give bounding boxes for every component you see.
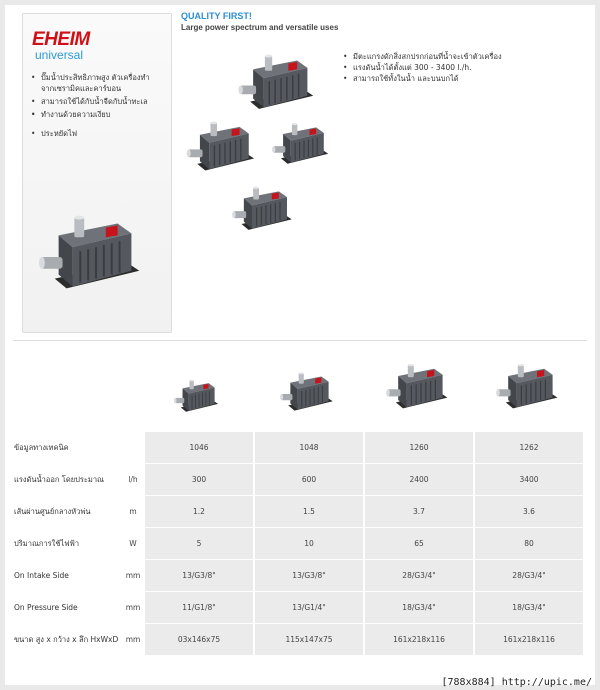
spec-label: ปริมาณการใช้ไฟฟ้า [14,538,80,548]
spec-cell: 1260 [365,432,473,463]
section-heading: QUALITY FIRST! Large power spectrum and … [181,11,338,33]
spec-cell: 3.6 [475,496,583,527]
product-sidebar: EHEIM universal ปั๊มน้ำประสิทธิภาพสูง ตั… [22,13,172,333]
spec-unit: l/h [128,475,138,484]
spec-cell: 18/G3/4" [365,592,473,623]
spec-row-intake: On Intake Side mm 13/G3/8" 13/G3/8" 28/G… [5,560,595,591]
spec-cell: 1048 [255,432,363,463]
spec-cell: 600 [255,464,363,495]
feature-list: มีตะแกรงดักสิ่งสกปรกก่อนที่น้ำจะเข้าตัวเ… [343,51,502,84]
feature-bullet: แรงดันน้ำได้ตั้งแต่ 300 - 3400 l./h. [343,62,502,73]
pump-image-4 [231,180,301,240]
spec-label: เส้นผ่านศูนย์กลางหัวพ่น [14,506,91,516]
logo-brand: EHEIM [32,29,90,50]
spec-cell: 300 [145,464,253,495]
spec-cell: 3.7 [365,496,473,527]
spec-row-head: เส้นผ่านศูนย์กลางหัวพ่น m 1.2 1.5 3.7 3.… [5,496,595,527]
spec-unit: mm [125,635,141,644]
pump-large-image [37,199,155,311]
spec-label: On Pressure Side [14,602,78,612]
page: EHEIM universal ปั๊มน้ำประสิทธิภาพสูง ตั… [5,5,595,685]
pump-model-1262-image [495,357,567,419]
spec-cell: 28/G3/4" [475,560,583,591]
spec-cell: 1.2 [145,496,253,527]
sidebar-bullet-list: ปั๊มน้ำประสิทธิภาพสูง ตัวเครื่องทำจากเซร… [31,72,161,141]
heading-title: QUALITY FIRST! [181,11,252,21]
spec-cell: 03x146x75 [145,624,253,655]
spec-cell: 115x147x75 [255,624,363,655]
logo-sub: universal [35,48,84,62]
spec-row-power: ปริมาณการใช้ไฟฟ้า W 5 10 65 80 [5,528,595,559]
pump-model-1046-image [173,375,225,419]
spec-unit: mm [125,603,141,612]
spec-unit: W [129,539,137,548]
spec-label: On Intake Side [14,570,69,580]
spec-row-flow: แรงดันน้ำออก โดยประมาณ l/h 300 600 2400 … [5,464,595,495]
spec-cell: 80 [475,528,583,559]
sidebar-bullet: ทำงานด้วยความเงียบ [31,109,161,120]
spec-cell: 1046 [145,432,253,463]
spec-cell: 18/G3/4" [475,592,583,623]
spec-row-dimensions: ขนาด สูง x กว้าง x ลึก HxWxD mm 03x146x7… [5,624,595,655]
upic-watermark: [788x884] http://upic.me/ [441,677,592,688]
spec-cell: 65 [365,528,473,559]
spec-cell: 161x218x116 [365,624,473,655]
spec-cell: 28/G3/4" [365,560,473,591]
spec-cell: 13/G3/8" [145,560,253,591]
feature-bullet: สามารถใช้ทั้งในน้ำ และบนบกได้ [343,73,502,84]
sidebar-bullet: ประหยัดไฟ [31,128,161,139]
pump-model-1048-image [279,367,341,419]
spec-cell: 1.5 [255,496,363,527]
spec-unit [122,432,144,463]
spec-cell: 10 [255,528,363,559]
spec-cell: 11/G1/8" [145,592,253,623]
spec-cell: 13/G3/8" [255,560,363,591]
sidebar-bullet: สามารถใช้ได้กับน้ำจืดกับน้ำทะเล [31,96,161,107]
spec-cell: 1262 [475,432,583,463]
spec-label: ขนาด สูง x กว้าง x ลึก HxWxD [14,634,119,644]
spec-row-pressure: On Pressure Side mm 11/G1/8" 13/G1/4" 18… [5,592,595,623]
spec-label: แรงดันน้ำออก โดยประมาณ [14,474,105,484]
pump-image-3 [271,117,337,173]
feature-bullet: มีตะแกรงดักสิ่งสกปรกก่อนที่น้ำจะเข้าตัวเ… [343,51,502,62]
spec-label: ข้อมูลทางเทคนิค [14,442,69,452]
pump-model-1260-image [385,357,457,419]
spec-cell: 13/G1/4" [255,592,363,623]
sidebar-bullet: ปั๊มน้ำประสิทธิภาพสูง ตัวเครื่องทำจากเซร… [31,72,161,94]
spec-cell: 2400 [365,464,473,495]
spec-cell: 5 [145,528,253,559]
spec-cell: 3400 [475,464,583,495]
pump-image-1 [237,47,325,121]
pump-image-2 [185,115,265,181]
section-divider [13,340,587,341]
spec-unit: mm [125,571,141,580]
heading-subtitle: Large power spectrum and versatile uses [181,23,339,32]
spec-row-model: ข้อมูลทางเทคนิค 1046 1048 1260 1262 [5,432,595,463]
spec-unit: m [129,507,137,516]
spec-cell: 161x218x116 [475,624,583,655]
eheim-logo: EHEIM universal [32,29,90,62]
